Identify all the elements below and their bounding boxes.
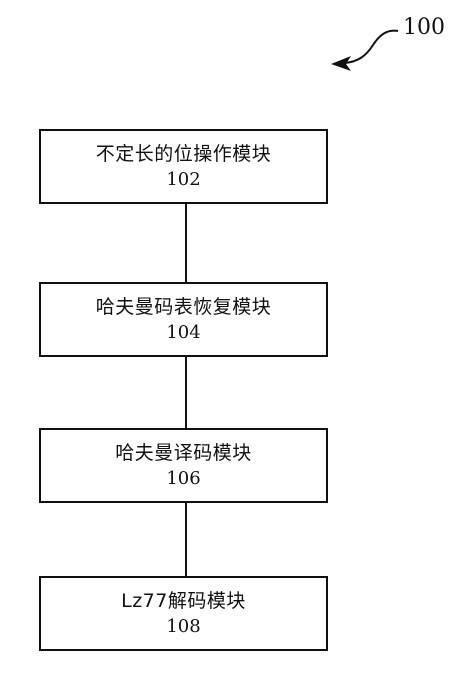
connector-line (185, 357, 187, 428)
module-box-102: 不定长的位操作模块 102 (39, 129, 328, 204)
module-number: 104 (166, 321, 201, 343)
module-name: 哈夫曼码表恢复模块 (95, 295, 272, 318)
module-name: 哈夫曼译码模块 (115, 441, 252, 464)
connector-line (185, 204, 187, 282)
module-box-104: 哈夫曼码表恢复模块 104 (39, 282, 328, 357)
module-number: 106 (166, 467, 201, 489)
reference-arrow-head (331, 56, 351, 71)
reference-arrow-curve (343, 29, 399, 64)
figure-reference-number: 100 (403, 15, 445, 40)
module-name: 不定长的位操作模块 (95, 142, 272, 165)
module-number: 102 (166, 168, 201, 190)
connector-line (185, 503, 187, 576)
module-name: Lz77解码模块 (121, 589, 246, 612)
module-number: 108 (166, 615, 201, 637)
module-box-108: Lz77解码模块 108 (39, 576, 328, 651)
module-box-106: 哈夫曼译码模块 106 (39, 428, 328, 503)
